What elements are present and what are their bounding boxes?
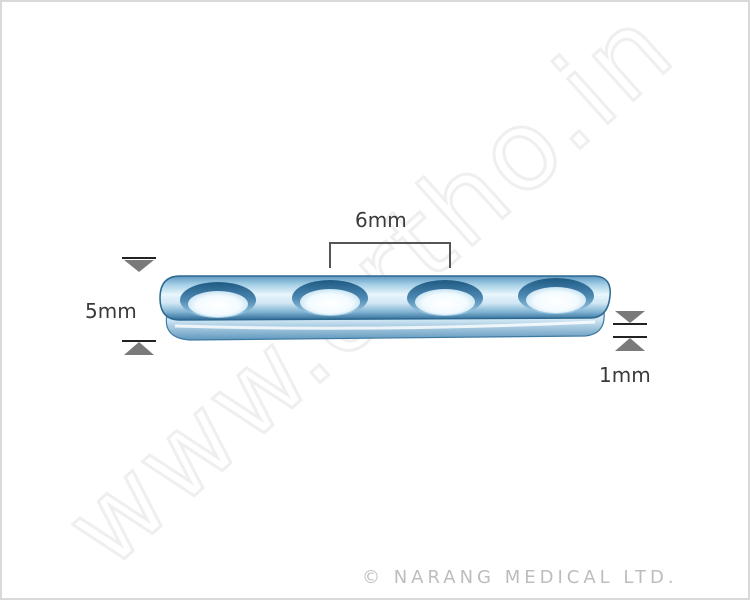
plate-hole xyxy=(518,278,594,314)
plate-hole xyxy=(407,280,483,316)
copyright-notice: © NARANG MEDICAL LTD. xyxy=(362,567,678,588)
plate-hole xyxy=(292,280,368,316)
thickness-marker xyxy=(613,311,647,351)
plate-thickness-label: 1mm xyxy=(599,363,651,387)
width-marker-top xyxy=(122,257,156,272)
width-marker-bottom xyxy=(122,340,156,355)
hole-spacing-label: 6mm xyxy=(355,208,407,232)
hole-spacing-bracket xyxy=(329,242,451,268)
bone-plate xyxy=(159,275,611,341)
plate-width-label: 5mm xyxy=(85,299,137,323)
plate-hole xyxy=(180,282,256,318)
